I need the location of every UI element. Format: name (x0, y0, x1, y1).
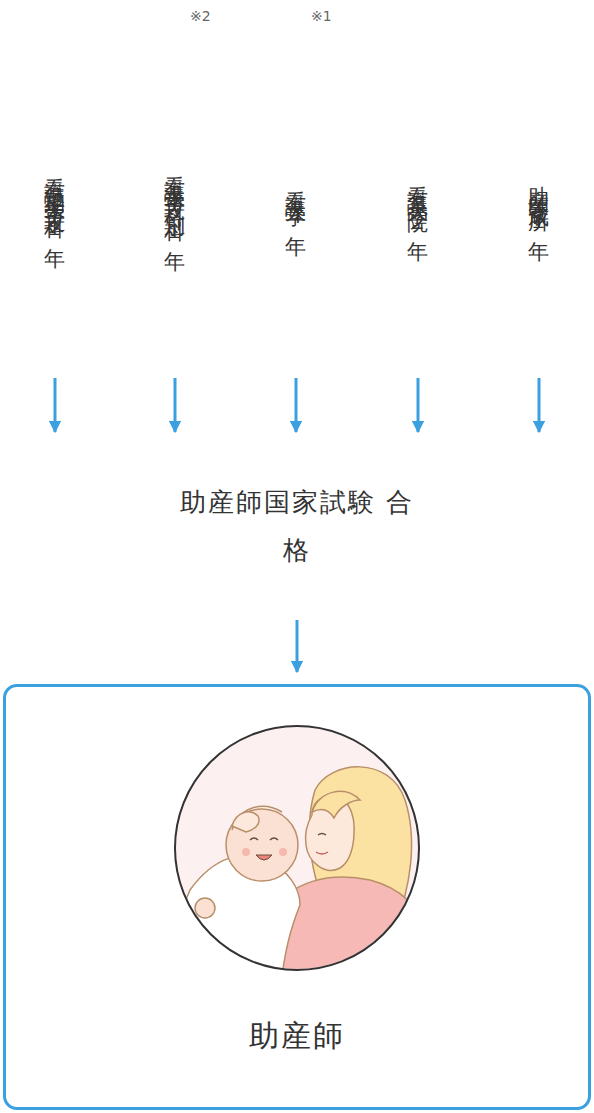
node-label: 助産師国家試験 合格 (177, 478, 417, 574)
flow-arrow (538, 378, 541, 432)
flow-arrow (54, 378, 57, 432)
path-column: 看護系大学院２年 (396, 20, 440, 378)
flow-arrow (174, 378, 177, 432)
path-column: 看護短期大学専攻科１年 (33, 20, 77, 378)
node-label: 助産師 (249, 1016, 345, 1057)
node-label: 看護短期大学専攻科１年 (41, 161, 69, 237)
node-label: 看護大学４年 (282, 174, 310, 225)
path-column: 看護大学専攻科・別科１年 (153, 20, 197, 378)
node-label: 看護大学専攻科・別科１年 (161, 159, 189, 240)
path-column: 助産師養成所１年 (517, 20, 561, 378)
flow-arrow (295, 378, 298, 432)
node-label: 助産師養成所１年 (525, 169, 553, 230)
path-column: 看護大学４年 (274, 20, 318, 378)
exam-step: 助産師国家試験 合格 (0, 432, 594, 620)
result-box: 助産師 (3, 684, 591, 1110)
footnote-mark: ※2 (190, 8, 211, 24)
footnote-mark: ※1 (311, 8, 332, 24)
node-label: 看護系大学院２年 (404, 169, 432, 230)
flow-arrow (417, 378, 420, 432)
flow-arrow (296, 620, 299, 672)
